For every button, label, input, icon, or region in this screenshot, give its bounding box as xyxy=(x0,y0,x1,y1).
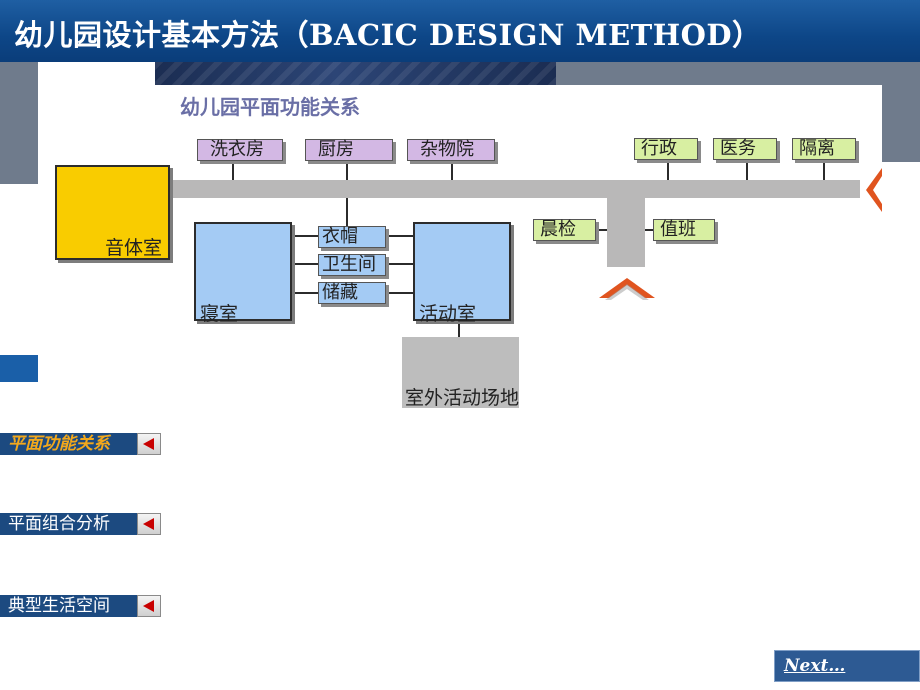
link-duty xyxy=(645,229,653,231)
room-bedroom-label: 寝室 xyxy=(200,303,239,325)
room-activity: 活动室 xyxy=(413,222,511,325)
link-h3-right xyxy=(386,292,413,294)
room-duty: 值班 xyxy=(653,219,715,241)
room-kitchen: 厨房 xyxy=(305,139,393,161)
link-h1-right xyxy=(386,235,413,237)
nav-item-plan-composition[interactable]: 平面组合分析 xyxy=(0,513,162,535)
next-button[interactable]: Next… xyxy=(774,650,920,682)
link-h2-right xyxy=(386,263,413,265)
room-toilet: 卫生间 xyxy=(318,254,386,276)
entrance-arrow-icon xyxy=(599,278,655,300)
entry-corridor xyxy=(607,185,645,267)
link-laundry xyxy=(232,161,234,180)
link-h3-left xyxy=(292,292,318,294)
room-cloakroom: 衣帽 xyxy=(318,226,386,248)
decor-gray-left xyxy=(0,62,38,184)
link-h2-left xyxy=(292,263,318,265)
room-isolation: 隔离 xyxy=(792,138,856,160)
diagram-subtitle: 幼儿园平面功能关系 xyxy=(180,95,360,119)
room-activity-label: 活动室 xyxy=(419,303,477,325)
nav-item-label: 平面功能关系 xyxy=(0,433,137,455)
room-outdoor-label: 室外活动场地 xyxy=(405,387,520,409)
room-morning-check: 晨检 xyxy=(533,219,596,241)
link-storage-yard xyxy=(451,161,453,180)
decor-pattern-strip xyxy=(155,62,556,86)
nav-item-label: 平面组合分析 xyxy=(0,513,137,535)
link-isolation xyxy=(823,160,825,180)
room-storage: 储藏 xyxy=(318,282,386,304)
link-activity-outdoor xyxy=(458,321,460,337)
room-admin: 行政 xyxy=(634,138,698,160)
link-rooms-vertical xyxy=(346,198,348,228)
title-bar: 幼儿园设计基本方法（BACIC DESIGN METHOD） xyxy=(0,0,920,62)
decor-blue-block xyxy=(0,355,38,382)
room-medical: 医务 xyxy=(713,138,777,160)
room-outdoor: 室外活动场地 xyxy=(402,337,520,409)
main-corridor xyxy=(172,180,860,198)
left-triangle-icon xyxy=(137,595,161,617)
room-bedroom: 寝室 xyxy=(194,222,292,325)
room-storage-yard: 杂物院 xyxy=(407,139,495,161)
link-medical xyxy=(746,160,748,180)
left-triangle-icon xyxy=(137,513,161,535)
nav-item-functional-relations[interactable]: 平面功能关系 xyxy=(0,433,162,455)
link-kitchen xyxy=(346,161,348,180)
room-music: 音体室 xyxy=(55,165,170,260)
side-entrance-arrow-icon xyxy=(866,168,882,212)
page-title: 幼儿园设计基本方法（BACIC DESIGN METHOD） xyxy=(14,18,762,52)
link-morning-check xyxy=(596,229,607,231)
nav-item-label: 典型生活空间 xyxy=(0,595,137,617)
room-laundry: 洗衣房 xyxy=(197,139,283,161)
room-music-label: 音体室 xyxy=(105,237,163,259)
nav-item-living-spaces[interactable]: 典型生活空间 xyxy=(0,595,162,617)
link-admin xyxy=(667,160,669,180)
link-h1-left xyxy=(292,235,318,237)
left-triangle-icon xyxy=(137,433,161,455)
